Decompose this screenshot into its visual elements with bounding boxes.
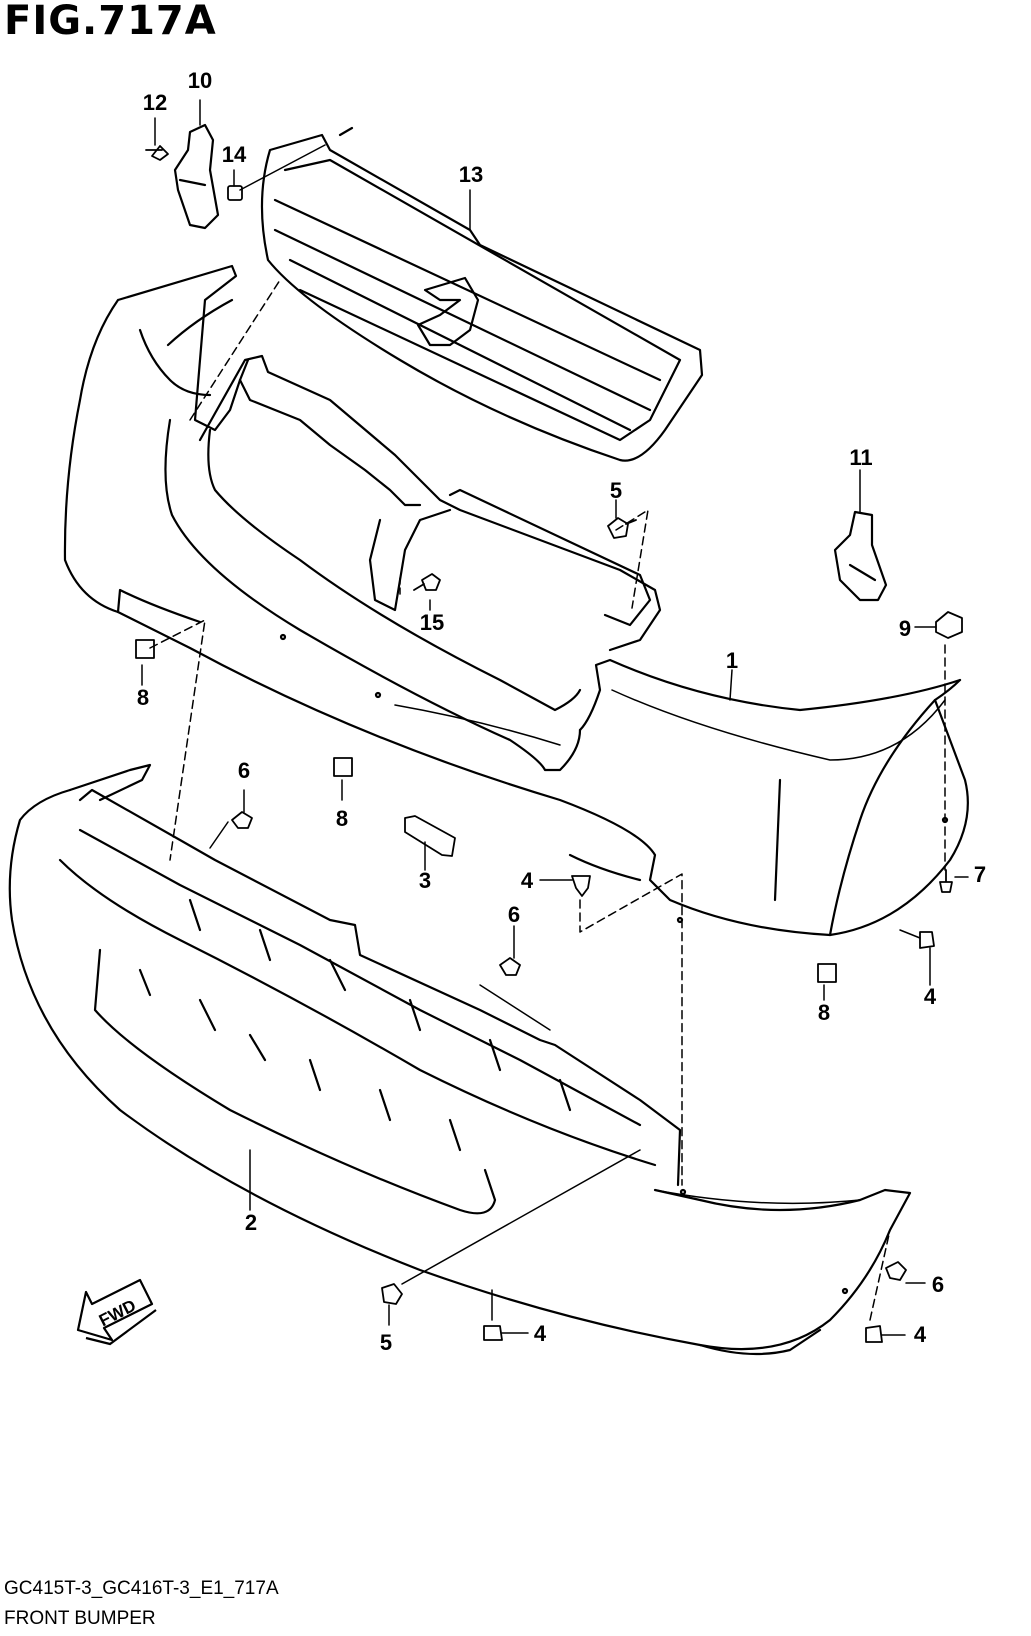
- callout-part-6: 6: [932, 1272, 944, 1297]
- callout-part-8: 8: [137, 685, 149, 710]
- callout-part-10: 10: [188, 68, 212, 93]
- callout-part-4: 4: [534, 1321, 547, 1346]
- lower-bumper-part: [8, 763, 912, 1356]
- callout-part-1: 1: [726, 648, 738, 673]
- callout-part-5: 5: [380, 1330, 392, 1355]
- bracket-left-part: [173, 123, 220, 230]
- callout-part-3: 3: [419, 868, 431, 893]
- callout-part-4: 4: [924, 984, 937, 1009]
- figure-code: GC415T-3_GC416T-3_E1_717A: [4, 1578, 279, 1599]
- callout-part-7: 7: [974, 862, 986, 887]
- callout-part-2: 2: [245, 1210, 257, 1235]
- callout-part-13: 13: [459, 162, 483, 187]
- forward-direction-arrow: FWD: [76, 1278, 157, 1346]
- callout-part-4: 4: [914, 1322, 927, 1347]
- callout-part-8: 8: [818, 1000, 830, 1025]
- figure-title: FIG.717A: [4, 0, 217, 44]
- fasteners: [135, 145, 963, 1343]
- leader-lines: [141, 99, 969, 1336]
- callout-part-15: 15: [420, 610, 444, 635]
- callout-part-14: 14: [222, 142, 247, 167]
- callout-part-8: 8: [336, 806, 348, 831]
- callout-part-12: 12: [143, 90, 167, 115]
- bumper-cover-part: [63, 264, 969, 937]
- radiator-grille-part: [260, 126, 704, 462]
- figure-name: FRONT BUMPER: [4, 1608, 156, 1629]
- callout-part-9: 9: [899, 616, 911, 641]
- bracket-right-part: [833, 510, 888, 602]
- callout-part-11: 11: [849, 445, 872, 470]
- callout-part-5: 5: [610, 478, 622, 503]
- callout-part-6: 6: [238, 758, 250, 783]
- callout-part-4: 4: [521, 868, 534, 893]
- callout-part-6: 6: [508, 902, 520, 927]
